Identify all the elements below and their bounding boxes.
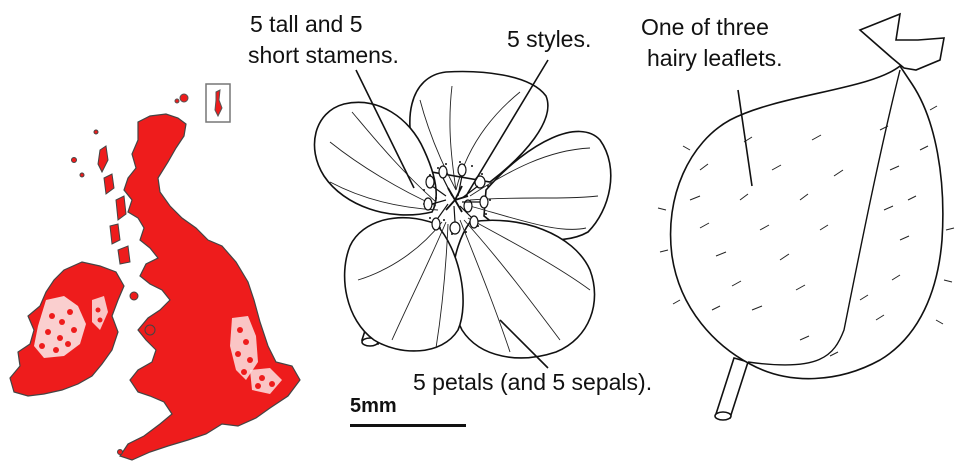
- flower-drawing: [314, 72, 610, 358]
- isle-of-man: [130, 292, 138, 300]
- small-island: [80, 173, 84, 177]
- islay-island: [118, 246, 130, 264]
- hebrides-island: [104, 174, 114, 194]
- small-island: [94, 130, 98, 134]
- leaflet-label-line1: One of three: [641, 13, 769, 41]
- leaflet-blade: [671, 66, 943, 379]
- orkney-island: [180, 94, 188, 102]
- leaflet-stalk: [716, 358, 748, 418]
- petals-label: 5 petals (and 5 sepals).: [413, 368, 652, 396]
- shetland-islands: [215, 90, 222, 116]
- stamens-label-line2: short stamens.: [248, 41, 399, 69]
- great-britain: [120, 114, 300, 460]
- anglesey-island: [145, 325, 155, 335]
- styles-label: 5 styles.: [507, 25, 591, 53]
- orkney-island: [175, 99, 179, 103]
- inner-hebrides-island: [110, 224, 120, 244]
- leaflet-label-line2: hairy leaflets.: [647, 44, 783, 72]
- scale-bar: [350, 424, 466, 427]
- leaflet-drawing: [658, 14, 954, 420]
- scilly-isles: [118, 450, 123, 455]
- inner-hebrides-island: [116, 196, 126, 220]
- distribution-map: [10, 84, 300, 460]
- scale-bar-label: 5mm: [350, 395, 397, 418]
- small-island: [72, 158, 77, 163]
- leaflet-stalk-end: [715, 412, 731, 420]
- hebrides-island: [98, 146, 108, 172]
- petal-lower-right: [452, 220, 594, 358]
- petal-lower-left: [345, 218, 463, 351]
- stamens-label-line1: 5 tall and 5: [250, 10, 363, 38]
- leaflet-tip: [860, 14, 944, 70]
